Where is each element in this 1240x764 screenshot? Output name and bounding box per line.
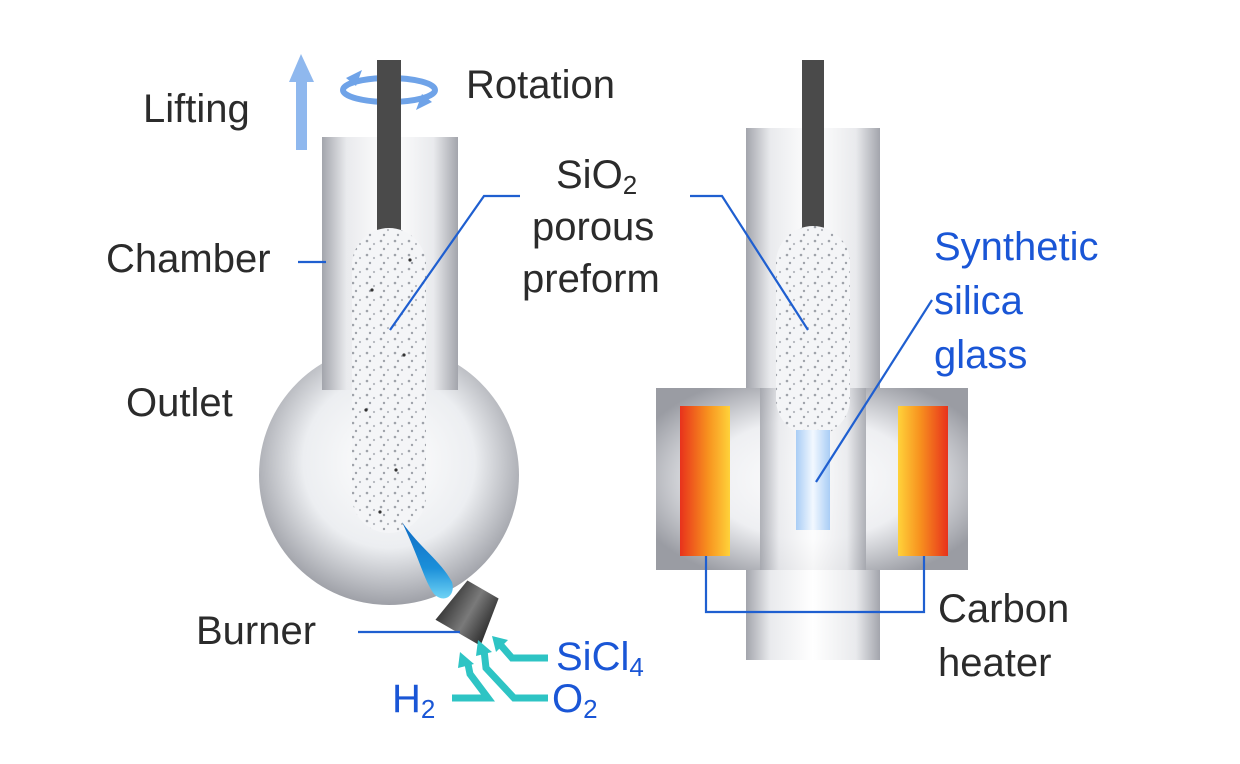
preform-label-line1: SiO2 <box>556 153 637 200</box>
support-rod-right <box>802 60 824 240</box>
carbon-heater-left <box>680 406 730 556</box>
sicl4-label-subscript: 4 <box>629 652 643 682</box>
synthetic-label-line1: Synthetic <box>934 225 1099 269</box>
rotation-arrow-icon <box>340 60 438 110</box>
lifting-label: Lifting <box>143 87 250 131</box>
o2-label-subscript: 2 <box>583 694 597 724</box>
deposition-apparatus <box>259 54 548 702</box>
h2-label-subscript: 2 <box>421 694 435 724</box>
h2-label-base: H <box>392 677 421 721</box>
burner-label: Burner <box>196 609 316 653</box>
gas-inlet-arrow-icon <box>452 636 548 702</box>
preform-label-line3: preform <box>522 257 660 301</box>
synthetic-silica-glass-rod <box>796 430 830 530</box>
o2-label-base: O <box>552 677 583 721</box>
rotation-label: Rotation <box>466 63 615 107</box>
burner-nozzle-icon <box>435 580 499 646</box>
chamber-label: Chamber <box>106 237 271 281</box>
h2-label: H2 <box>392 677 435 724</box>
synthetic-label-line3: glass <box>934 333 1027 377</box>
o2-label: O2 <box>552 677 598 724</box>
outlet-label: Outlet <box>126 381 233 425</box>
preform-leader-right <box>690 194 809 331</box>
preform-label-base: SiO <box>556 153 623 197</box>
preform-specks <box>364 258 412 514</box>
glass-leader <box>815 299 933 483</box>
carbon-heater-label-line1: Carbon <box>938 587 1069 631</box>
sicl4-label-base: SiCl <box>556 635 629 679</box>
preform-label-line2: porous <box>532 205 654 249</box>
porous-preform-right <box>776 226 850 436</box>
carbon-heater-right <box>898 406 948 556</box>
heater-leader <box>704 556 926 614</box>
preform-leader-left <box>389 194 520 331</box>
lifting-arrow-icon <box>289 54 314 150</box>
carbon-heater-label-line2: heater <box>938 641 1051 685</box>
porous-preform <box>352 228 426 533</box>
flame-icon <box>402 522 453 599</box>
synthetic-label-line2: silica <box>934 279 1024 323</box>
sicl4-label: SiCl4 <box>556 635 644 682</box>
preform-label-subscript: 2 <box>623 170 637 200</box>
sintering-apparatus <box>656 60 968 660</box>
